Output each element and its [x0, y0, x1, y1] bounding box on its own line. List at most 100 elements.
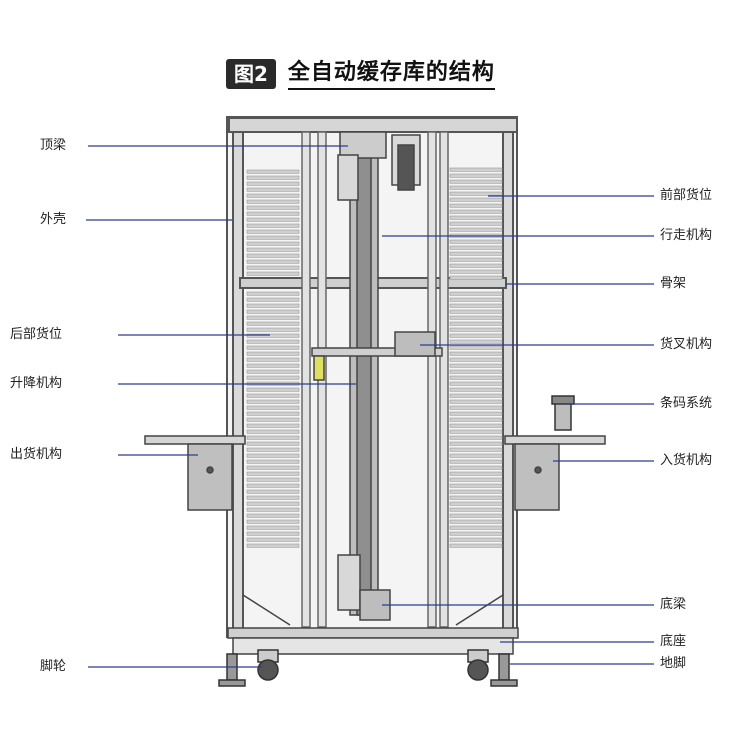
slot-stripe	[246, 399, 300, 404]
slot-stripe	[449, 393, 503, 398]
slot-stripe	[449, 411, 503, 416]
slot-stripe	[246, 405, 300, 410]
casters	[257, 649, 489, 681]
slot-stripe	[449, 381, 503, 386]
slot-stripe	[246, 411, 300, 416]
slot-stripe	[246, 369, 300, 374]
slot-stripe	[449, 465, 503, 470]
slot-stripe	[449, 537, 503, 542]
slot-stripe	[449, 447, 503, 452]
slot-stripe	[246, 327, 300, 332]
slot-stripe	[449, 303, 503, 308]
slot-stripe	[246, 375, 300, 380]
slot-stripe	[449, 257, 503, 262]
slot-stripe	[246, 471, 300, 476]
slot-stripe	[246, 223, 300, 228]
slot-stripe	[246, 345, 300, 350]
slot-stripe	[246, 465, 300, 470]
slot-stripe	[449, 477, 503, 482]
label-top-beam: 顶梁	[40, 138, 67, 153]
slot-stripe	[246, 507, 300, 512]
slot-stripe	[449, 221, 503, 226]
slot-stripe	[246, 483, 300, 488]
slot-stripe	[246, 303, 300, 308]
slot-stripe	[449, 399, 503, 404]
slot-stripe	[246, 247, 300, 252]
slot-stripe	[246, 193, 300, 198]
figure-caption: 全自动缓存库的结构	[287, 59, 495, 90]
outfeed-mechanism	[144, 435, 246, 511]
slot-stripe	[246, 199, 300, 204]
slot-stripe	[449, 513, 503, 518]
slot-stripe	[449, 339, 503, 344]
slot-stripe	[246, 253, 300, 258]
slot-stripe	[246, 181, 300, 186]
slot-stripe	[246, 393, 300, 398]
slot-stripe	[246, 265, 300, 270]
slot-stripe	[449, 459, 503, 464]
slot-stripe	[246, 525, 300, 530]
slot-stripe	[449, 269, 503, 274]
slot-stripe	[246, 429, 300, 434]
slot-stripe	[449, 309, 503, 314]
slot-stripe	[449, 369, 503, 374]
slot-stripe	[246, 447, 300, 452]
slot-stripe	[449, 191, 503, 196]
slot-stripe	[246, 315, 300, 320]
slot-stripe	[246, 339, 300, 344]
slot-stripe	[449, 375, 503, 380]
bottom-carriage	[242, 554, 504, 626]
fork-mechanism	[311, 331, 443, 381]
slot-stripe	[449, 167, 503, 172]
slot-stripe	[246, 387, 300, 392]
slot-stripe	[449, 275, 503, 280]
slot-stripe	[449, 489, 503, 494]
slot-stripe	[449, 453, 503, 458]
slot-stripe	[449, 197, 503, 202]
label-lift: 升降机构	[10, 376, 63, 391]
slot-stripe	[246, 423, 300, 428]
label-base: 底座	[660, 634, 687, 649]
slot-stripe	[449, 251, 503, 256]
label-caster: 脚轮	[40, 659, 67, 674]
slot-stripe	[449, 297, 503, 302]
label-skeleton: 骨架	[660, 276, 687, 291]
slot-stripe	[449, 471, 503, 476]
slot-stripe	[246, 441, 300, 446]
slot-stripe	[449, 501, 503, 506]
label-travel: 行走机构	[660, 228, 713, 243]
front-storage-slots	[449, 167, 503, 548]
slot-stripe	[246, 175, 300, 180]
figure-title: 图2 全自动缓存库的结构	[226, 58, 495, 90]
slot-stripe	[449, 345, 503, 350]
label-front-slot: 前部货位	[660, 188, 713, 203]
slot-stripe	[246, 291, 300, 296]
slot-stripe	[246, 169, 300, 174]
figure-number-badge: 图2	[226, 59, 276, 89]
slot-stripe	[246, 297, 300, 302]
slot-stripe	[449, 333, 503, 338]
slot-stripe	[246, 187, 300, 192]
slot-stripe	[449, 405, 503, 410]
slot-stripe	[449, 417, 503, 422]
slot-stripe	[246, 357, 300, 362]
slot-stripe	[449, 215, 503, 220]
slot-stripe	[246, 351, 300, 356]
slot-stripe	[246, 211, 300, 216]
label-infeed: 入货机构	[660, 453, 713, 468]
slot-stripe	[246, 537, 300, 542]
slot-stripe	[449, 185, 503, 190]
slot-stripe	[449, 239, 503, 244]
slot-stripe	[449, 263, 503, 268]
slot-stripe	[449, 441, 503, 446]
slot-stripe	[449, 519, 503, 524]
slot-stripe	[246, 531, 300, 536]
slot-stripe	[449, 245, 503, 250]
slot-stripe	[246, 435, 300, 440]
label-barcode: 条码系统	[660, 396, 713, 411]
slot-stripe	[246, 271, 300, 276]
slot-stripe	[449, 495, 503, 500]
barcode-scanner	[551, 395, 575, 431]
leader-lines	[86, 145, 654, 668]
